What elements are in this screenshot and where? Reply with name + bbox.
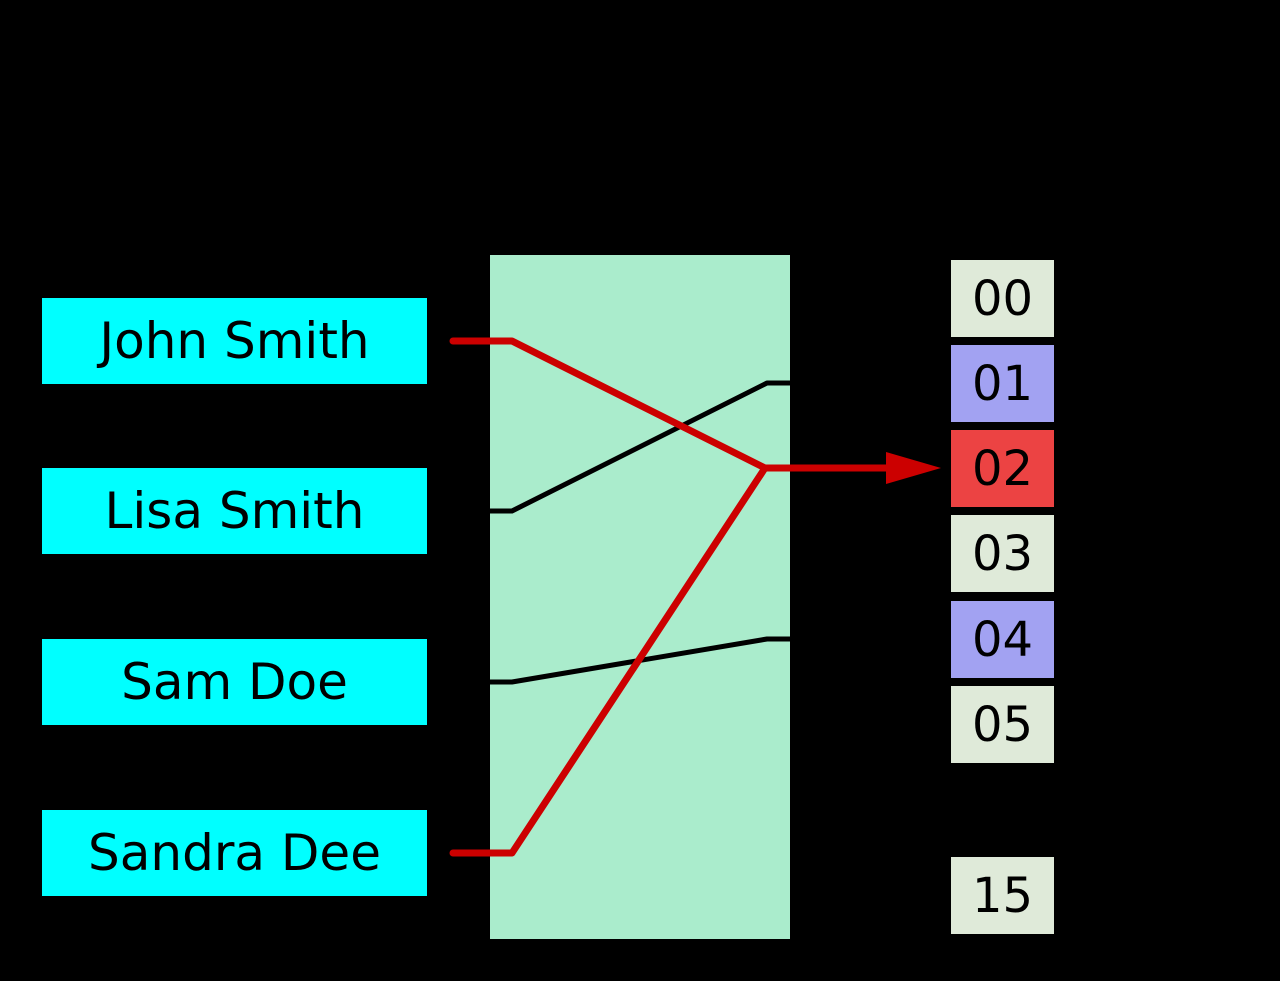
- key-label: John Smith: [99, 312, 370, 370]
- mapping-line-lisa-to-01: [427, 380, 951, 514]
- bucket-label: 15: [971, 867, 1034, 924]
- hash-function-box: [490, 255, 790, 939]
- mapping-line-sam-to-04: [427, 636, 951, 685]
- bucket-02-collision: 02: [951, 430, 1054, 507]
- bucket-label: 05: [971, 696, 1034, 753]
- bucket-label: 02: [971, 440, 1034, 497]
- bucket-00: 00: [951, 260, 1054, 337]
- bucket-01: 01: [951, 345, 1054, 422]
- key-box-sandra-dee: Sandra Dee: [42, 810, 427, 896]
- collision-arrowhead-icon: [886, 452, 941, 484]
- key-box-sam-doe: Sam Doe: [42, 639, 427, 725]
- bucket-label: 03: [971, 525, 1034, 582]
- bucket-label: 00: [971, 270, 1034, 327]
- key-label: Sandra Dee: [88, 824, 381, 882]
- bucket-label: 04: [971, 611, 1034, 668]
- collision-line-john: [449, 337, 769, 472]
- bucket-15: 15: [951, 857, 1054, 934]
- key-box-lisa-smith: Lisa Smith: [42, 468, 427, 554]
- bucket-03: 03: [951, 515, 1054, 592]
- key-label: Lisa Smith: [104, 482, 365, 540]
- collision-line-sandra: [449, 464, 769, 857]
- bucket-label: 01: [971, 355, 1034, 412]
- key-label: Sam Doe: [121, 653, 348, 711]
- bucket-04: 04: [951, 601, 1054, 678]
- bucket-05: 05: [951, 686, 1054, 763]
- key-box-john-smith: John Smith: [42, 298, 427, 384]
